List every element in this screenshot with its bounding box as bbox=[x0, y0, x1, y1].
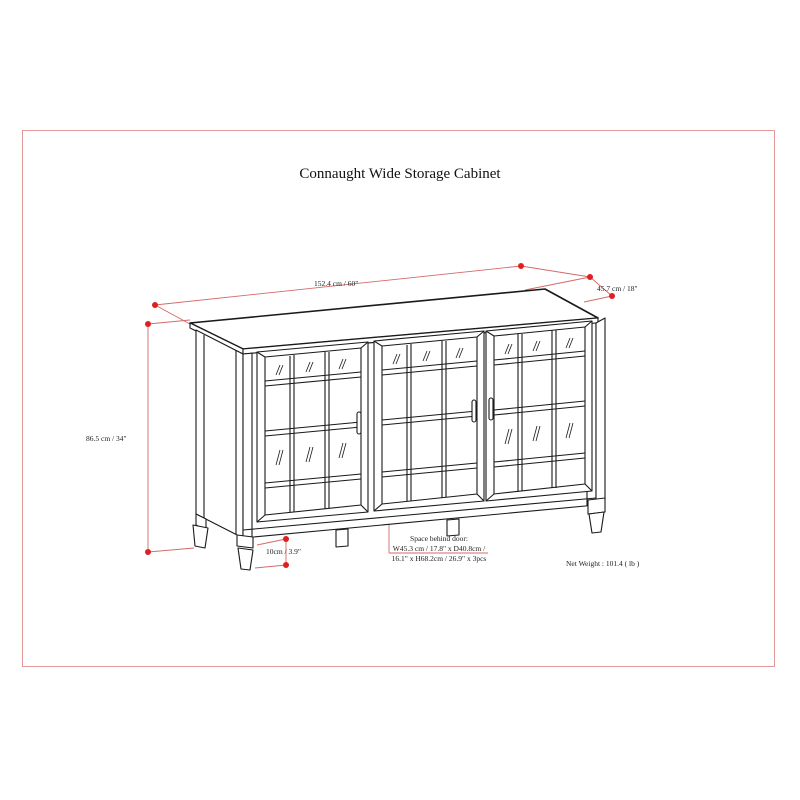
door-middle bbox=[373, 330, 485, 512]
product-title: Connaught Wide Storage Cabinet bbox=[299, 166, 501, 182]
door-left bbox=[256, 341, 369, 523]
dimension-lines bbox=[147, 265, 613, 569]
depth-dimension-label: 45.7 cm / 18" bbox=[597, 284, 638, 293]
leg-clearance-label: 10cm / 3.9" bbox=[266, 547, 301, 556]
space-behind-door-line2: 16.1" x H68.2cm / 26.9" x 3pcs bbox=[391, 554, 487, 563]
door-right bbox=[485, 320, 593, 502]
net-weight-label: Net Weight : 101.4 ( lb ) bbox=[566, 559, 640, 568]
space-behind-door-line1: W45.3 cm / 17.8" x D40.8cm / bbox=[392, 544, 486, 553]
drawing-frame bbox=[22, 130, 775, 667]
height-dimension-label: 86.5 cm / 34" bbox=[86, 434, 127, 443]
width-dimension-label: 152.4 cm / 60" bbox=[314, 279, 359, 288]
cabinet bbox=[189, 288, 606, 571]
glass-reflections bbox=[275, 337, 574, 466]
space-behind-door-heading: Space behind door: bbox=[410, 534, 468, 543]
